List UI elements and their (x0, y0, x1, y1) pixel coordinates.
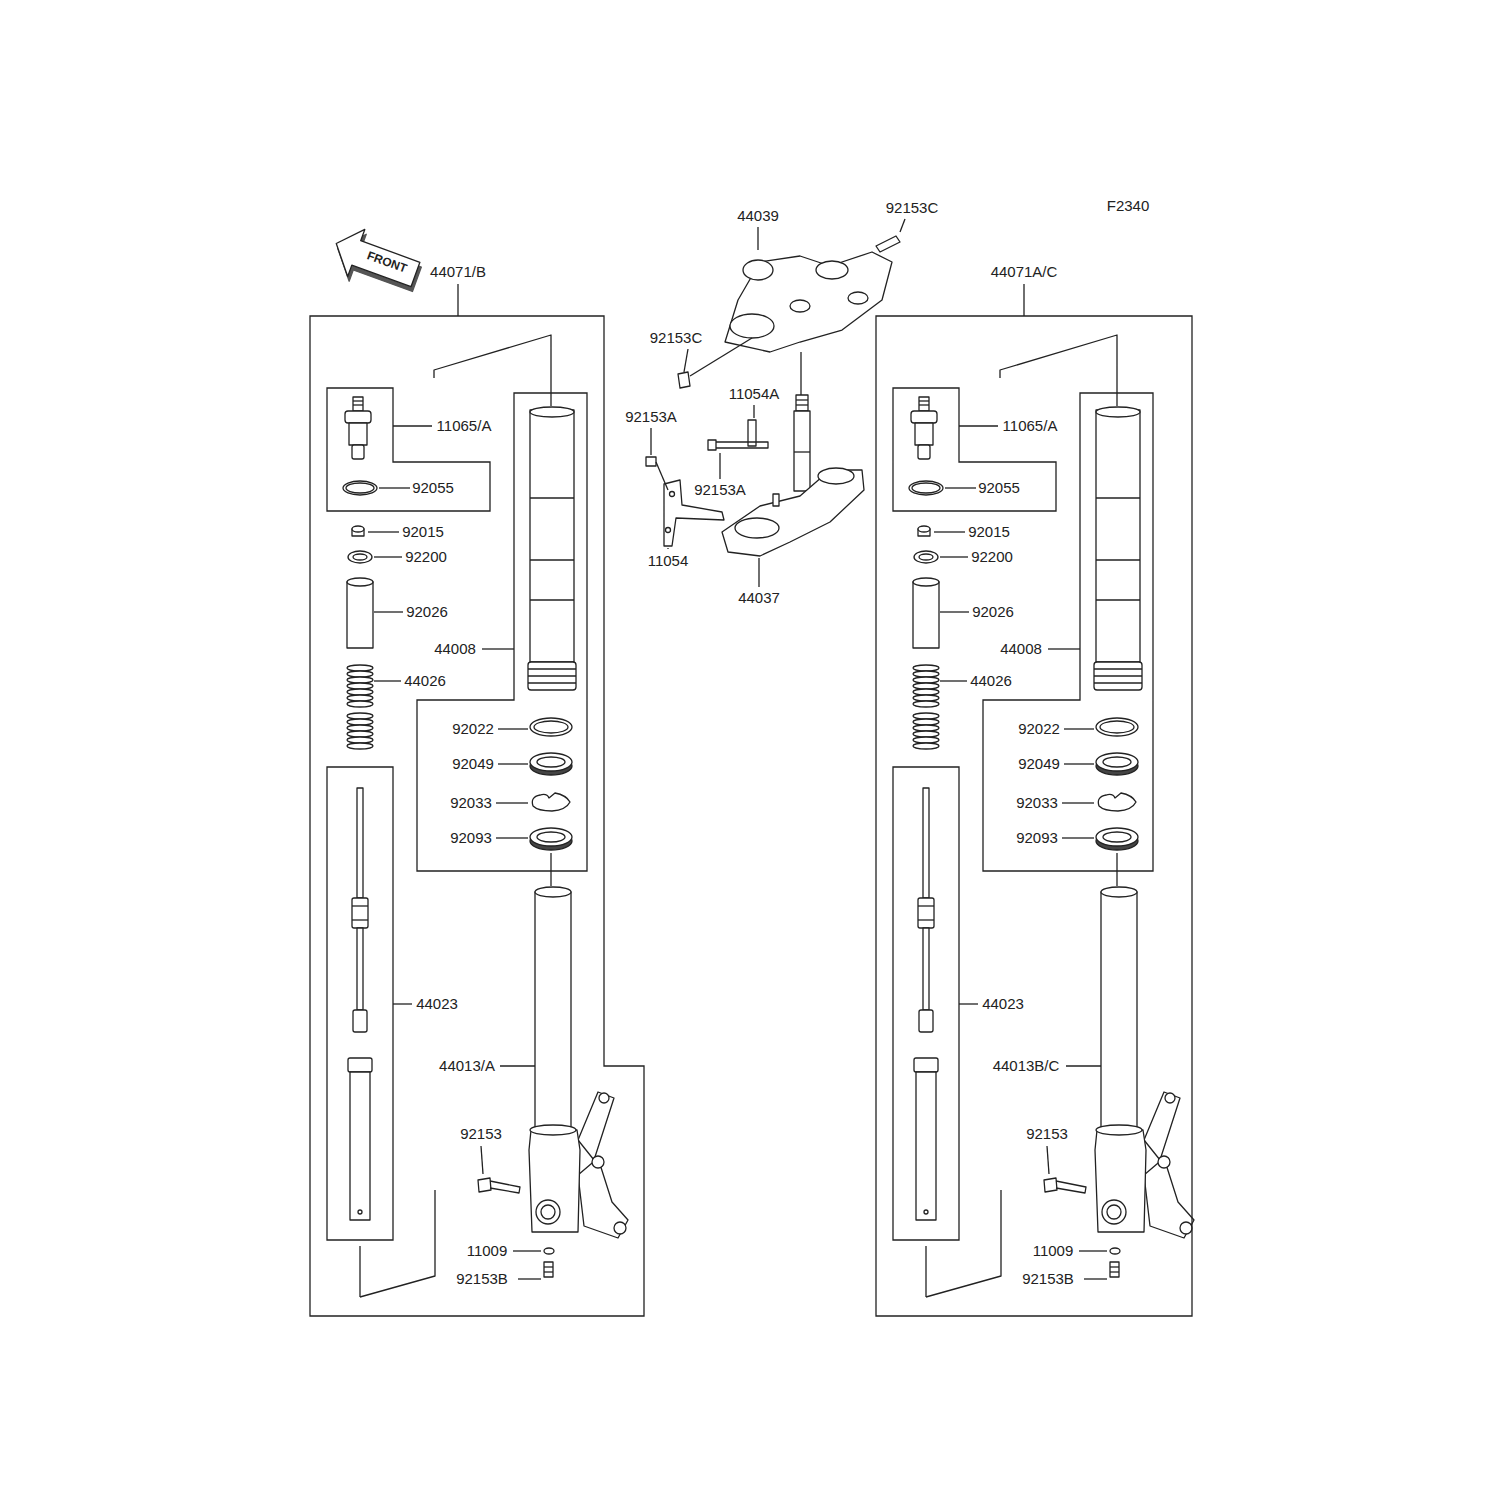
callout-number: 92055 (977, 479, 1021, 497)
callout-number: 44013/A (438, 1057, 496, 1075)
part-number: 44023 (415, 995, 459, 1013)
callout-number: 92015 (967, 523, 1011, 541)
direction-label: FRONT (364, 246, 411, 278)
callout-number: 92093 (449, 829, 493, 847)
callout-number: 92153B (455, 1270, 509, 1288)
callout-number: 11054A (728, 385, 781, 403)
part-number: 44071/B (429, 263, 487, 281)
callout-number: 44037 (737, 589, 781, 607)
callout-number: 92153C (885, 199, 940, 217)
callout-number: 92200 (404, 548, 448, 566)
subassembly-box: 44008 92022 92049 92033 92093 (983, 393, 1153, 871)
callout-number: 92015 (401, 523, 445, 541)
callout-number: 44039 (736, 207, 780, 225)
callout-number: 92153 (1025, 1125, 1069, 1143)
callout-number: 11009 (1032, 1242, 1075, 1260)
frame-outline (893, 767, 959, 1240)
callout-number: 11065/A (436, 417, 493, 435)
fork-leg (343, 284, 628, 1297)
callout-number: 92153A (624, 408, 678, 426)
callout-number: 92200 (970, 548, 1014, 566)
callout-number: 11065/A (1002, 417, 1059, 435)
callout-number: 92022 (1017, 720, 1061, 738)
subassembly-box: 44023 (893, 767, 959, 1240)
frame-outline (893, 388, 1056, 511)
frame-outline (327, 767, 393, 1240)
callout-number: 92049 (451, 755, 495, 773)
callout-number: 92033 (449, 794, 493, 812)
callout-number: 44013B/C (992, 1057, 1061, 1075)
frame-outline (327, 388, 490, 511)
frame-outline (983, 393, 1153, 871)
part-number: 44071A/C (990, 263, 1059, 281)
callout-number: 92033 (1015, 794, 1059, 812)
assembly-frame: 44071/B11065/A92055440089202292049920339… (310, 316, 644, 1316)
callout-number: 44026 (969, 672, 1013, 690)
frame-outline (876, 316, 1192, 1316)
callout-number: 92153 (459, 1125, 503, 1143)
callout-number: 92026 (971, 603, 1015, 621)
callout-number: 92055 (411, 479, 455, 497)
front-arrow (326, 222, 427, 303)
part-number: 44008 (999, 640, 1043, 658)
subassembly-box: 11065/A 92055 (327, 388, 490, 511)
callout-number: 92153C (649, 329, 704, 347)
callout-number: 11054 (647, 552, 690, 570)
callout-number: 11009 (466, 1242, 509, 1260)
frame-outline (417, 393, 587, 871)
subassembly-box: 44008 92022 92049 92033 92093 (417, 393, 587, 871)
callout-number: 44026 (403, 672, 447, 690)
steering-clamps (646, 219, 905, 587)
callout-number: 92153B (1021, 1270, 1075, 1288)
part-number: 44008 (433, 640, 477, 658)
drawing-code: F2340 (1106, 197, 1151, 215)
callout-number: 92026 (405, 603, 449, 621)
subassembly-box: 44023 (327, 767, 393, 1240)
subassembly-box: 11065/A 92055 (893, 388, 1056, 511)
part-number: 44023 (981, 995, 1025, 1013)
callout-number: 92153A (693, 481, 747, 499)
assembly-frame: 44071A/C11065/A9205544008920229204992033… (876, 316, 1192, 1316)
callout-number: 92093 (1015, 829, 1059, 847)
frame-outline (310, 316, 644, 1316)
callout-number: 92049 (1017, 755, 1061, 773)
callout-number: 92022 (451, 720, 495, 738)
